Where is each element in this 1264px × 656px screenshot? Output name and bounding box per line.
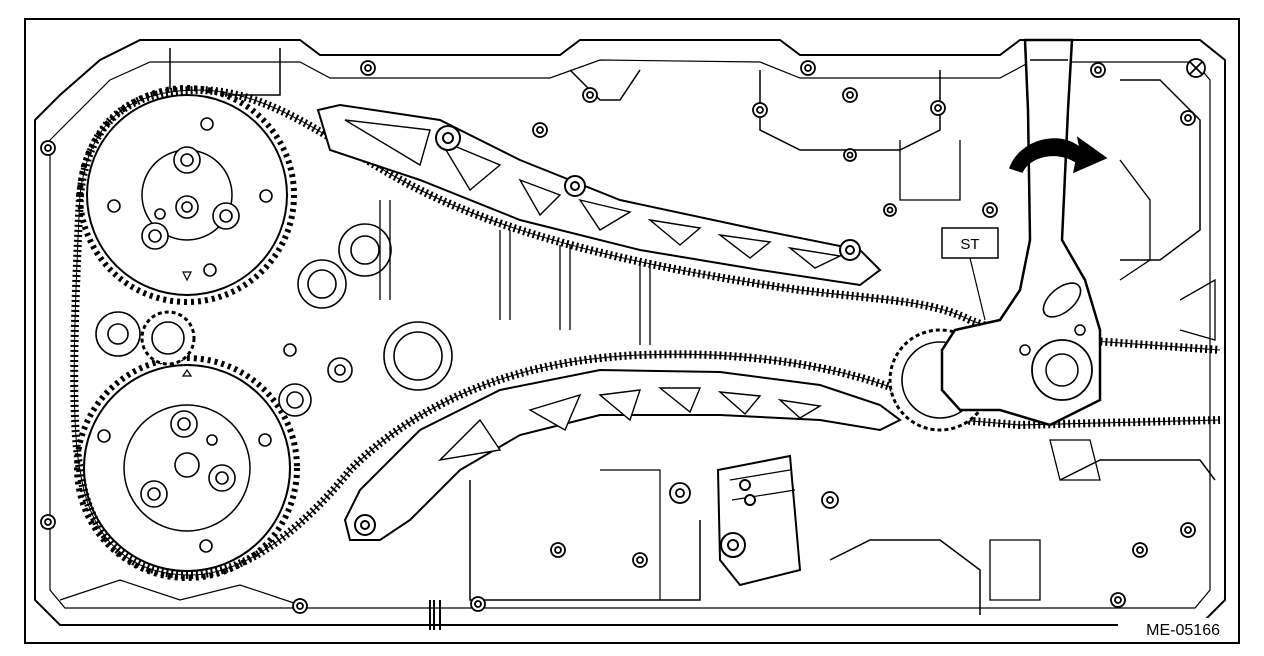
ratchet-wrench-tool (940, 38, 1102, 427)
intake-cam-sprocket (77, 85, 297, 305)
exhaust-cam-sprocket (74, 355, 300, 581)
figure-code: ME-05166 (1146, 622, 1220, 639)
figure-code-bg (1118, 618, 1224, 640)
lower-chain-guide (343, 368, 902, 541)
idler-gears (95, 223, 992, 432)
timing-chain (70, 85, 1221, 580)
tool-callout (941, 227, 999, 321)
upper-chain-guide (316, 103, 882, 287)
misc-lines (379, 140, 1216, 630)
tool-label: ST (960, 236, 979, 253)
rotation-arrow-icon (1009, 136, 1108, 174)
housing-bolts (40, 58, 1206, 614)
chain-tensioner (716, 454, 802, 587)
